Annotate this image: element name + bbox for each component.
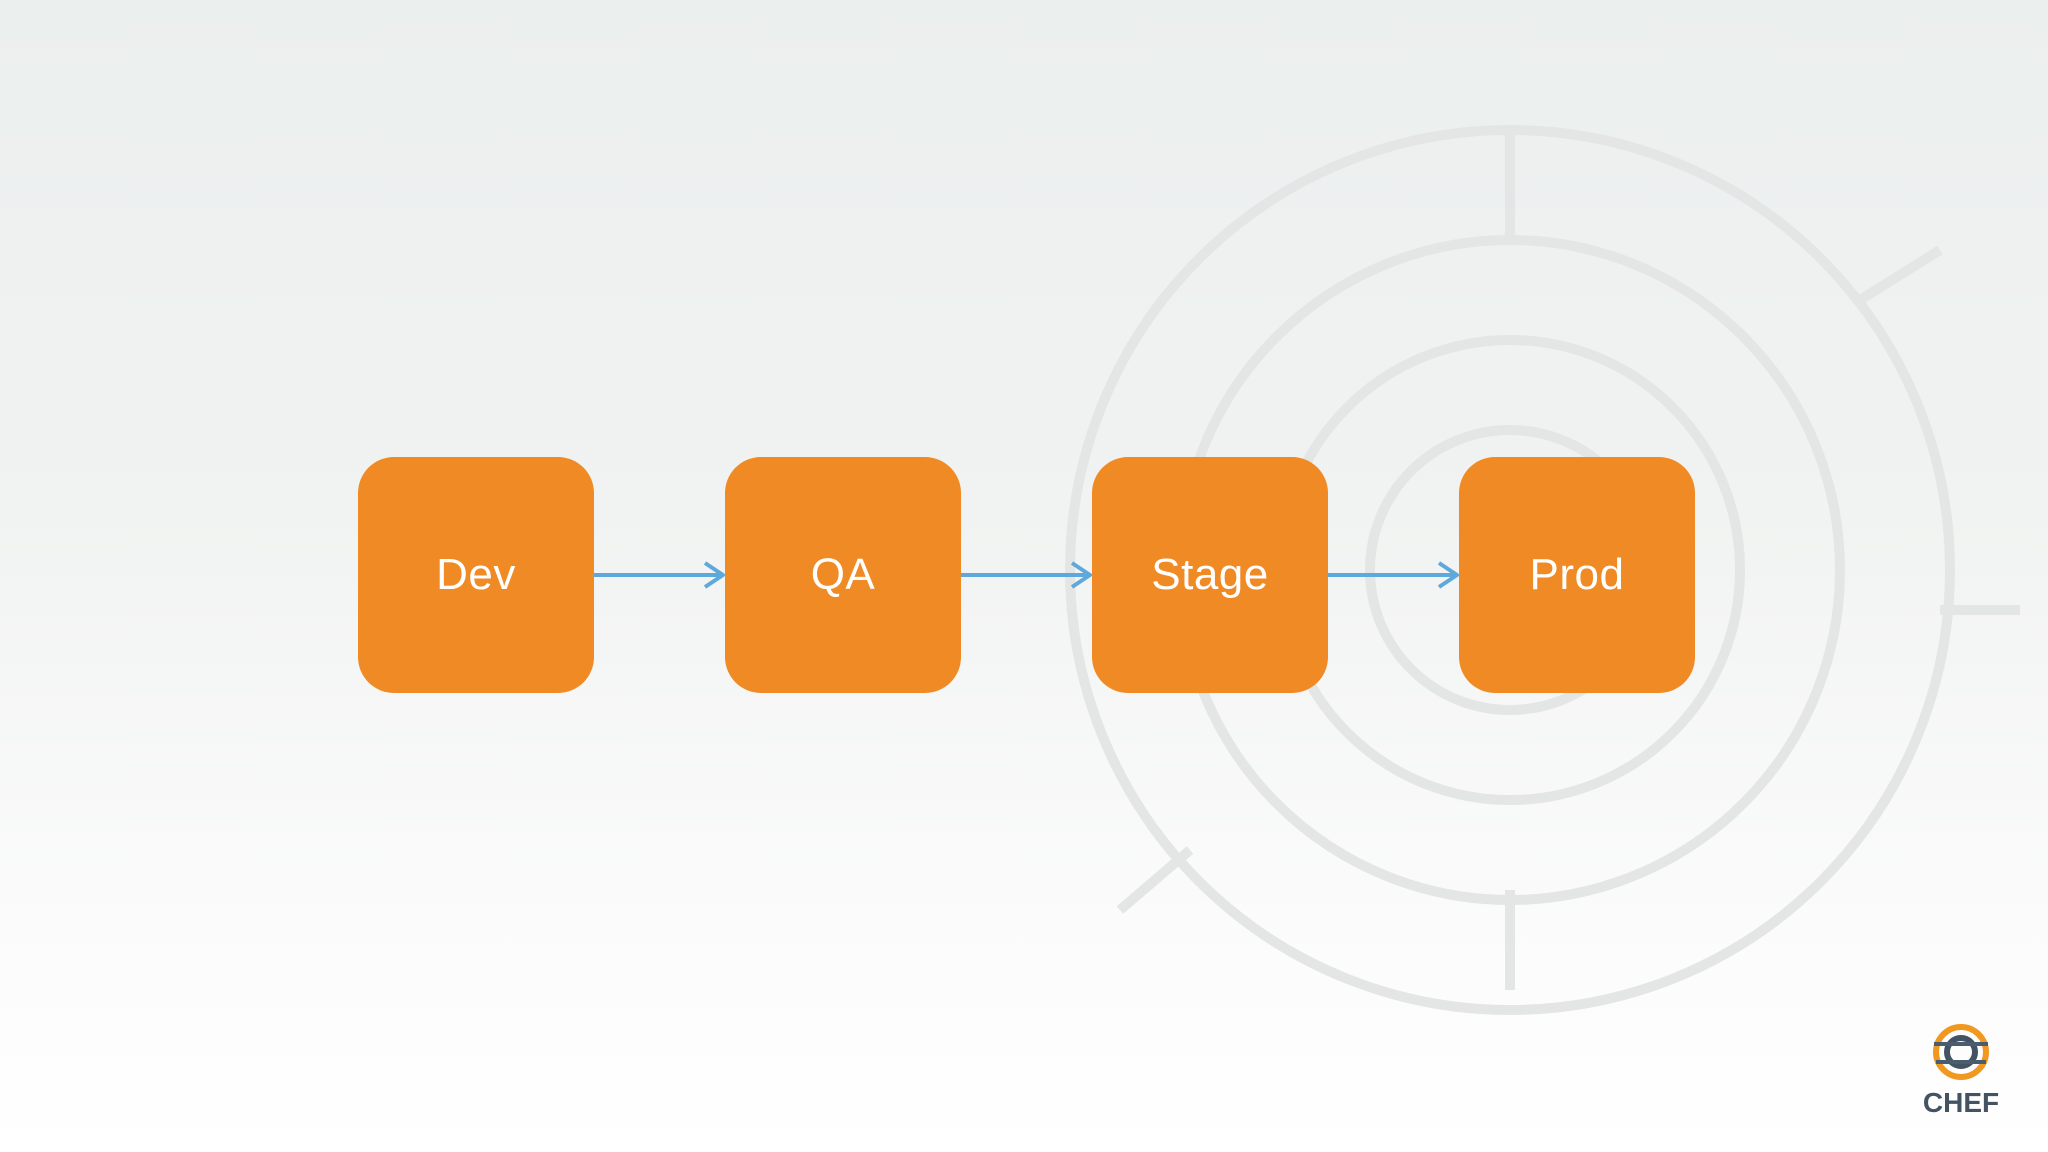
stage-label-prod: Prod (1529, 550, 1625, 599)
stage-box-dev: Dev (358, 457, 594, 693)
stage-box-prod: Prod (1459, 457, 1695, 693)
stage-label-stage: Stage (1151, 550, 1269, 599)
svg-text:CHEF: CHEF (1923, 1087, 1999, 1118)
stage-label-dev: Dev (436, 550, 516, 599)
chef-logo: CHEF (1923, 1024, 1999, 1118)
chef-logo-mark (1933, 1024, 1989, 1080)
stage-box-stage: Stage (1092, 457, 1328, 693)
stage-label-qa: QA (810, 550, 876, 599)
arrow-head-1 (1070, 561, 1092, 589)
stage-box-qa: QA (725, 457, 961, 693)
arrow-head-2 (1437, 561, 1459, 589)
arrow-head-0 (703, 561, 725, 589)
